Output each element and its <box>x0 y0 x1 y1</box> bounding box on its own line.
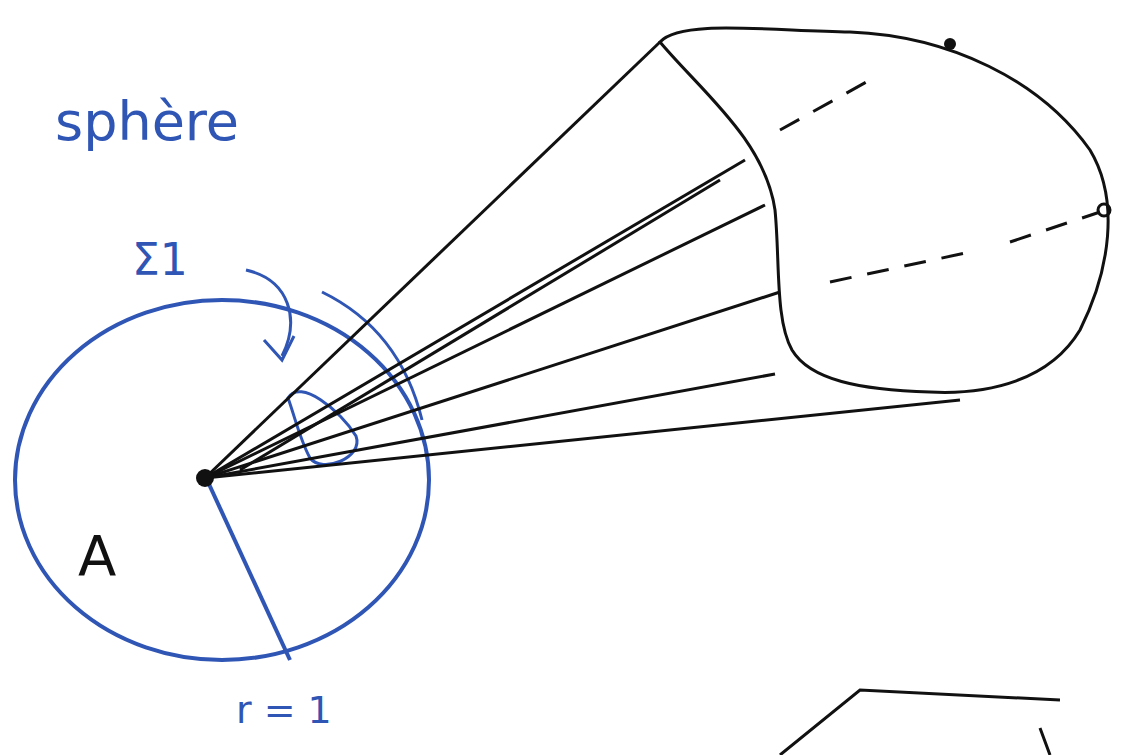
radius-line <box>208 482 290 660</box>
partial-sketch <box>780 690 1060 755</box>
arrow-head <box>264 336 294 360</box>
point <box>1098 204 1110 216</box>
far-surface <box>660 28 1108 392</box>
surface-label: Σ1 <box>132 236 188 284</box>
apex-point <box>196 469 214 487</box>
hidden-lines <box>780 80 1100 282</box>
point <box>944 38 956 50</box>
point-label: A <box>78 525 116 587</box>
sphere-label: sphère <box>55 92 239 151</box>
cone-lines <box>205 42 960 478</box>
radius-label: r = 1 <box>236 690 332 732</box>
sphere-outline <box>15 300 429 660</box>
